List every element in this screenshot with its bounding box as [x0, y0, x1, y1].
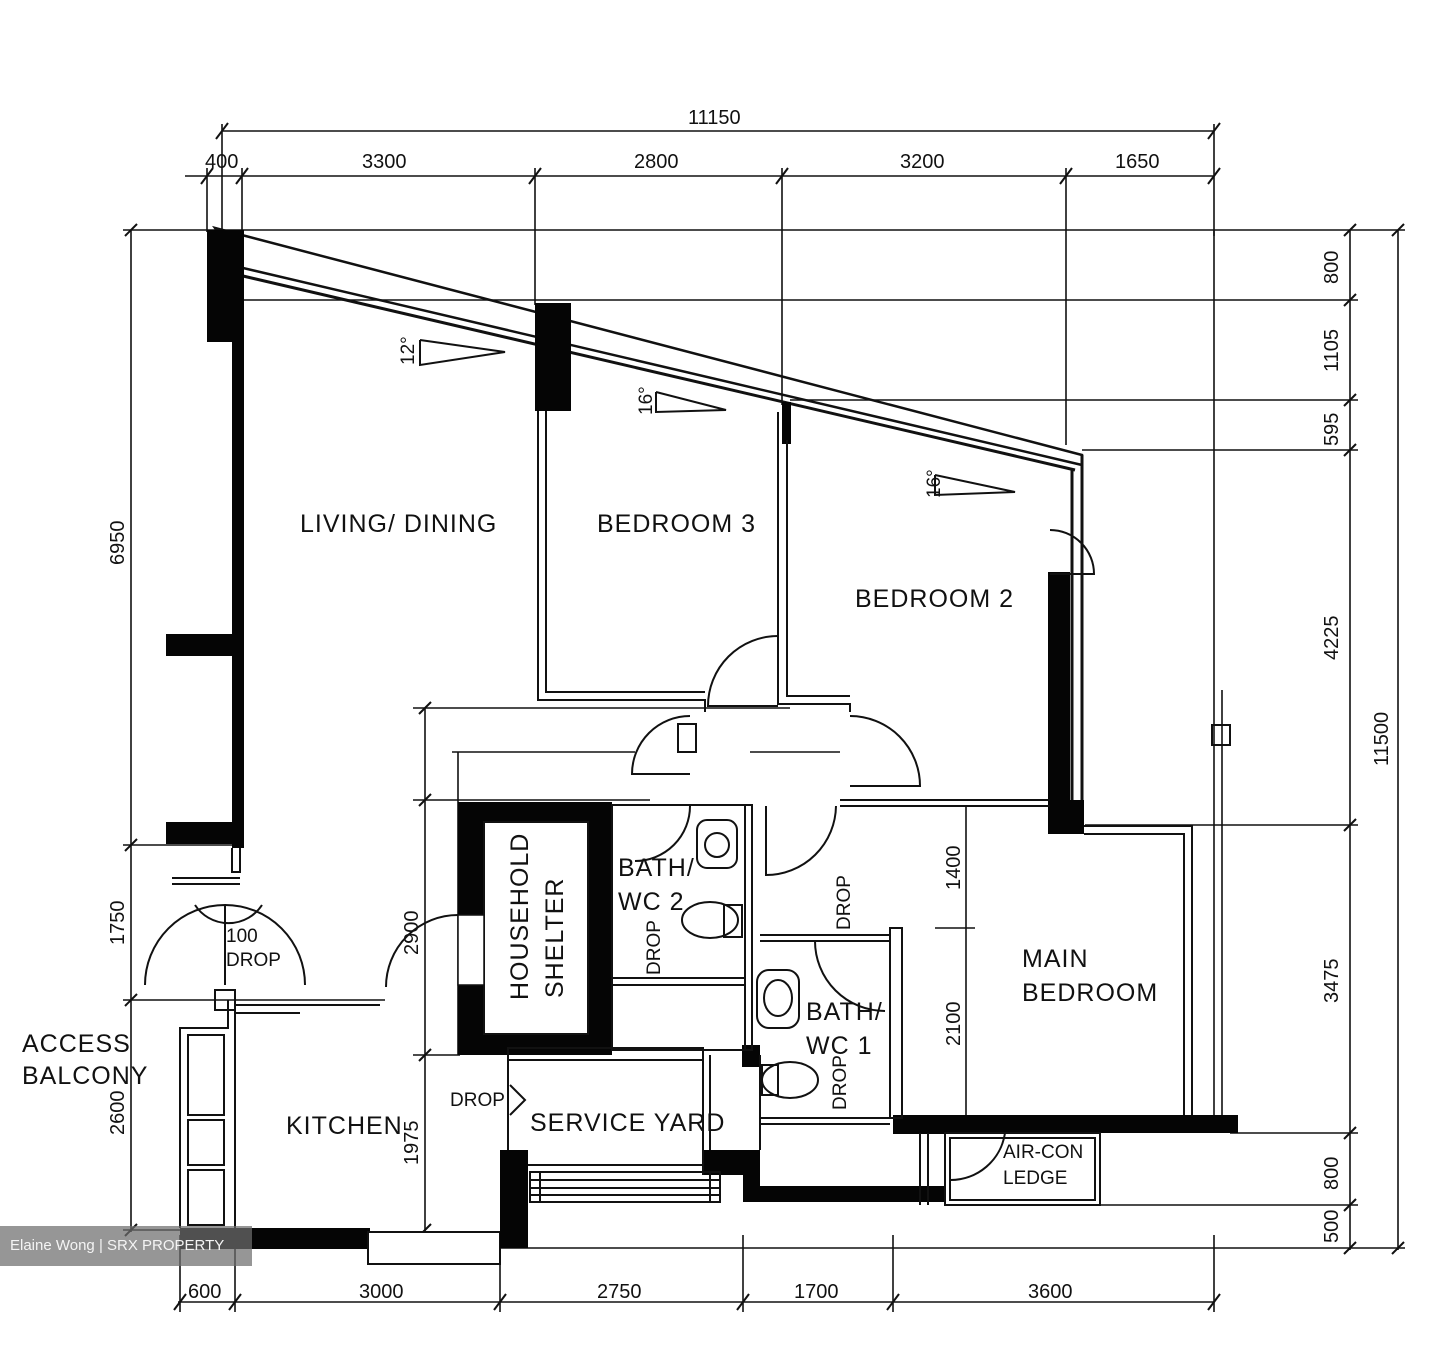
room-label-kitchen: KITCHEN: [286, 1112, 403, 1140]
wall-left-lower: [166, 822, 244, 844]
partitions: [172, 411, 1193, 1228]
dim-inner: 2900: [401, 911, 423, 956]
dimension-lines: [123, 124, 1405, 1312]
wall-column: [1048, 800, 1084, 834]
label-balcony: BALCONY: [22, 1062, 148, 1090]
room-label-household: HOUSEHOLD: [506, 833, 534, 1000]
room-labels: LIVING/ DINING BEDROOM 3 BEDROOM 2 HOUSE…: [22, 510, 1158, 1189]
facade-glazing: [212, 225, 1084, 467]
annotations: 100 DROP DROP DROP DROP DROP 12° 16° 16°: [226, 336, 945, 1111]
wall-bottom: [743, 1186, 945, 1202]
drop-label: DROP: [644, 920, 665, 975]
wall-column: [500, 1150, 528, 1248]
dim-top: 1650: [1115, 151, 1160, 173]
dim-right: 500: [1321, 1210, 1343, 1243]
drop-label: DROP: [830, 1055, 851, 1110]
drop-label: DROP: [226, 950, 281, 971]
dim-inner: 1400: [943, 846, 965, 891]
room-label-bedroom-3: BEDROOM 3: [597, 510, 756, 538]
dim-top: 3200: [900, 151, 945, 173]
room-label-service-yard: SERVICE YARD: [530, 1109, 725, 1137]
wash-basin: [756, 969, 800, 1029]
kitchen-window: [367, 1231, 501, 1265]
dimension-labels: 11150 400 3300 2800 3200 1650 600 3000 2…: [107, 107, 1393, 1303]
drop-label: DROP: [834, 875, 855, 930]
dim-bottom: 1700: [794, 1281, 839, 1303]
toilet: [761, 1061, 819, 1099]
dim-right: 3475: [1321, 959, 1343, 1004]
wall-column: [782, 402, 791, 444]
room-label-living: LIVING/ DINING: [300, 510, 497, 538]
room-label-bedroom-2: BEDROOM 2: [855, 585, 1014, 613]
room-label-ledge: LEDGE: [1003, 1168, 1067, 1189]
dimension-ticks: [124, 122, 1405, 1311]
fixtures: [419, 339, 1231, 1099]
wall-bottom-right: [893, 1115, 1238, 1133]
room-label-shelter: SHELTER: [541, 878, 569, 998]
dim-right: 1105: [1321, 329, 1343, 372]
drop-value: 100: [226, 926, 258, 947]
room-label-bath-1: BATH/: [806, 998, 883, 1026]
room-label-main: MAIN: [1022, 945, 1089, 973]
wall-column: [1048, 572, 1070, 834]
dim-top: 2800: [634, 151, 679, 173]
dim-bottom: 600: [188, 1281, 221, 1303]
door-swings: [144, 529, 1096, 1182]
room-label-bath-2: BATH/: [618, 854, 695, 882]
wash-basin: [696, 819, 738, 869]
dim-inner: 1975: [401, 1121, 423, 1166]
dim-top-total: 11150: [688, 107, 741, 129]
dim-left: 1750: [107, 901, 129, 946]
slope-label: 16°: [924, 469, 945, 498]
wall-column: [535, 303, 571, 411]
wall-left: [232, 230, 244, 848]
watermark: Elaine Wong | SRX PROPERTY: [0, 1226, 252, 1266]
dim-right: 595: [1321, 413, 1343, 446]
room-label-main-bedroom: BEDROOM: [1022, 979, 1158, 1007]
dim-inner: 2100: [943, 1002, 965, 1047]
dim-right-total: 11500: [1371, 712, 1393, 766]
label-access: ACCESS: [22, 1030, 131, 1058]
toilet: [681, 901, 739, 939]
slope-label: 12°: [398, 336, 419, 365]
dim-right: 4225: [1321, 616, 1343, 661]
shelter-inner: [483, 821, 589, 1035]
dim-right: 800: [1321, 251, 1343, 284]
dim-bottom: 3000: [359, 1281, 404, 1303]
drop-label: DROP: [450, 1090, 505, 1111]
slope-label: 16°: [636, 386, 657, 415]
dim-left: 2600: [107, 1091, 129, 1136]
wall-bath: [893, 1118, 949, 1134]
dim-right: 800: [1321, 1157, 1343, 1190]
dim-bottom: 2750: [597, 1281, 642, 1303]
dim-left: 6950: [107, 521, 129, 566]
shelter-door-gap: [457, 914, 485, 986]
dim-top: 3300: [362, 151, 407, 173]
dim-bottom: 3600: [1028, 1281, 1073, 1303]
wall-left-upper: [166, 634, 244, 656]
dim-top: 400: [205, 151, 238, 173]
room-label-wc-1: WC 1: [806, 1032, 873, 1060]
room-label-wc-2: WC 2: [618, 888, 685, 916]
room-label-aircon: AIR-CON: [1003, 1142, 1083, 1163]
